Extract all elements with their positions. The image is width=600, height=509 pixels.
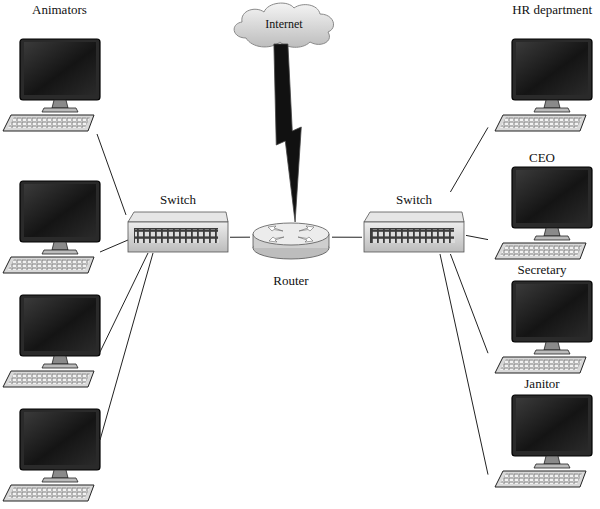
cable-line	[466, 235, 488, 239]
network-cable	[466, 235, 488, 239]
cloud-node: Internet	[232, 4, 336, 44]
computer-node: Secretary	[488, 262, 596, 376]
node-label: CEO	[527, 150, 557, 165]
switch-node: Switch	[362, 192, 466, 254]
network-cable	[332, 237, 362, 238]
computer-node: Animators	[2, 2, 102, 134]
computer-node: CEO	[488, 150, 596, 262]
node-label: HR department	[510, 2, 594, 17]
cable-line	[450, 127, 488, 192]
cable-line	[97, 134, 126, 215]
computer-node: Janitor	[488, 376, 596, 492]
node-label: Internet	[263, 17, 304, 32]
network-cable	[450, 254, 488, 353]
node-label: Janitor	[522, 376, 561, 391]
router-node: Router	[250, 222, 332, 288]
switch-node: Switch	[126, 192, 230, 254]
network-cable	[440, 254, 488, 475]
cable-line	[440, 254, 488, 475]
node-label: Secretary	[515, 262, 568, 277]
lightning-bolt	[274, 44, 301, 222]
network-cable	[97, 134, 126, 215]
cable-line	[332, 237, 362, 238]
lightning-link	[274, 44, 301, 222]
node-label: Router	[271, 273, 310, 288]
network-cable	[450, 127, 488, 192]
node-label: Animators	[30, 2, 89, 17]
cable-line	[450, 254, 488, 353]
cable-line	[230, 237, 250, 238]
node-label: Switch	[394, 192, 434, 207]
node-label: Switch	[158, 192, 198, 207]
computer-node: HR department	[488, 2, 596, 134]
network-cable	[230, 237, 250, 238]
